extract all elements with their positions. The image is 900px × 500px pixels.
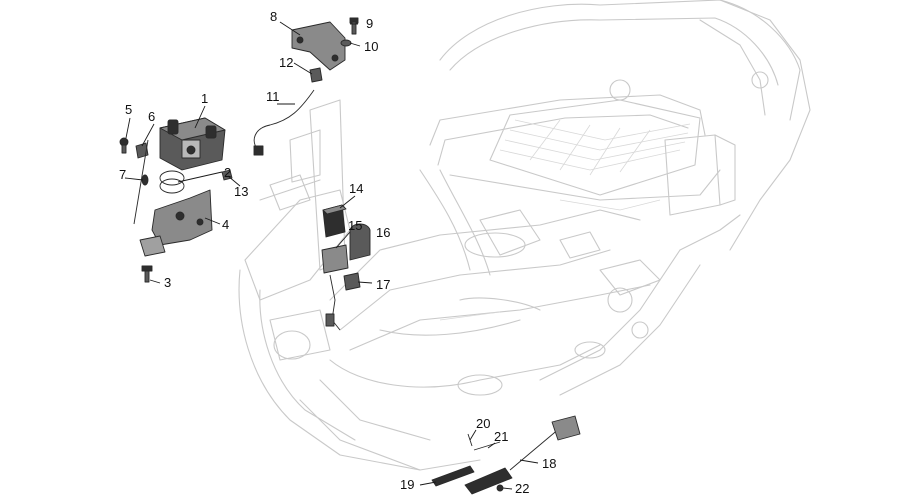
callout-1: 1	[201, 91, 208, 106]
callout-7: 7	[119, 167, 126, 182]
callout-17: 17	[376, 277, 390, 292]
callout-12: 12	[279, 55, 293, 70]
part-8-upper-bracket	[291, 21, 346, 71]
part-1-control-unit	[159, 117, 226, 171]
callout-labels: 1 2 3 4 5 6 7 8 9 10 11 12 13 14 15 16 1…	[119, 9, 556, 496]
part-2-clamp-ring	[159, 170, 185, 194]
callout-16: 16	[376, 225, 390, 240]
part-11-sensor-cable	[253, 89, 315, 156]
part-14-relay	[322, 204, 347, 238]
callout-22: 22	[515, 481, 529, 496]
callout-6: 6	[148, 109, 155, 124]
callout-20: 20	[476, 416, 490, 431]
callout-15: 15	[348, 218, 362, 233]
part-17-connector	[343, 272, 361, 291]
callout-4: 4	[222, 217, 229, 232]
scooter-frame	[238, 0, 811, 471]
callout-19: 19	[400, 477, 414, 492]
part-22-nut	[496, 484, 504, 492]
callout-8: 8	[270, 9, 277, 24]
callout-11: 11	[266, 89, 280, 104]
callout-9: 9	[366, 16, 373, 31]
part-16-cover	[349, 223, 371, 261]
part-19-strip	[431, 465, 475, 487]
callout-14: 14	[349, 181, 363, 196]
part-18-long-sensor	[464, 415, 581, 495]
part-21-bar	[473, 441, 501, 451]
part-10-washer	[340, 39, 352, 47]
part-3-screw	[141, 265, 153, 283]
callout-21: 21	[494, 429, 508, 444]
part-7-cable-rod	[133, 139, 149, 225]
callout-10: 10	[364, 39, 378, 54]
part-15-holder	[321, 244, 349, 331]
callout-2: 2	[224, 165, 231, 180]
part-4-bracket	[139, 189, 213, 257]
callout-5: 5	[125, 102, 132, 117]
part-9-bolt	[349, 17, 359, 35]
part-5-screw	[119, 137, 129, 154]
callout-13: 13	[234, 184, 248, 199]
part-12-grommet	[309, 67, 323, 83]
callout-3: 3	[164, 275, 171, 290]
callout-18: 18	[542, 456, 556, 471]
leader-lines	[124, 21, 539, 490]
